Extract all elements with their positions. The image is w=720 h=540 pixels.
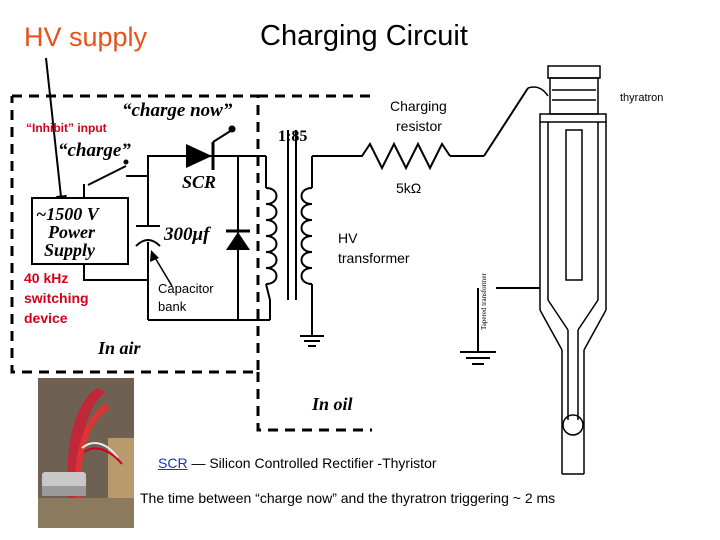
scr-symbol [186, 144, 212, 168]
hv-supply-arrow [45, 57, 63, 207]
in-oil-label: In oil [312, 394, 353, 414]
secondary-coil [300, 187, 313, 285]
scr-photo [38, 378, 134, 528]
scr-label: SCR [182, 172, 217, 192]
in-oil-boundary-lower [256, 372, 372, 432]
timing-caption: The time between “charge now” and the th… [140, 490, 556, 506]
charging-resistor-line1: Charging [390, 98, 447, 114]
charge-label: “charge” [58, 140, 131, 161]
inhibit-input-label: “Inhibit” input [26, 121, 107, 135]
power-supply-voltage: ~1500 V [36, 204, 99, 224]
capacitance-label: 300μf [164, 224, 210, 245]
charging-resistor-symbol [356, 141, 451, 171]
thyratron-label: thyratron [620, 92, 664, 104]
scr-link[interactable]: SCR [158, 455, 188, 471]
primary-coil [265, 187, 278, 285]
scr-footnote-text: — Silicon Controlled Rectifier -Thyristo… [187, 455, 437, 471]
power-supply-box [31, 197, 129, 265]
hv-transformer-line2: transformer [338, 250, 410, 266]
thyratron-ground-symbol [460, 351, 496, 365]
diode-symbol [226, 232, 250, 250]
capacitor-bank-line1: Capacitor [158, 281, 214, 296]
hv-supply-label: HV supply [24, 22, 148, 52]
switching-device-line1: 40 kHz [24, 270, 69, 286]
charge-now-label: “charge now” [122, 100, 233, 121]
scr-footnote: SCR — Silicon Controlled Rectifier -Thyr… [158, 455, 437, 471]
switching-device-line3: device [24, 310, 68, 326]
ground-symbol [300, 335, 324, 347]
turns-ratio-label: 1:85 [278, 128, 308, 145]
charging-resistor-line2: resistor [396, 118, 442, 134]
resistance-value: 5kΩ [396, 180, 422, 196]
capacitor-bank-line2: bank [158, 299, 187, 314]
slide-title: Charging Circuit [260, 20, 468, 52]
switching-device-line2: switching [24, 290, 89, 306]
thyratron-assembly [527, 65, 607, 475]
hv-transformer-line1: HV [338, 230, 358, 246]
power-supply-line3: Supply [44, 240, 96, 260]
in-air-label: In air [98, 338, 141, 358]
tapered-transformer-label: Tapered transformer [480, 273, 488, 330]
in-air-boundary [10, 94, 260, 374]
power-supply-line2: Power [48, 222, 95, 242]
